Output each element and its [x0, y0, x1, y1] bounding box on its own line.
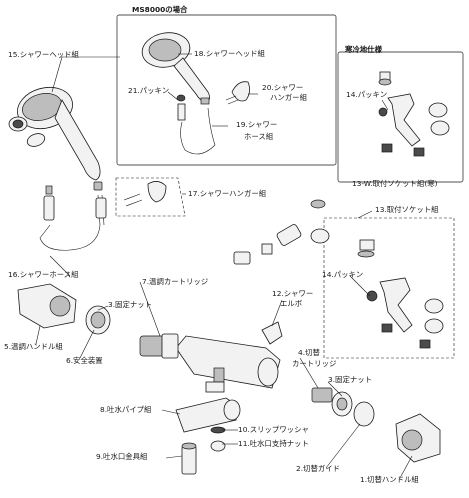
safety-device-6	[85, 305, 111, 335]
spout-pipe-8	[175, 397, 241, 433]
label-p7: 7.温調カートリッジ	[142, 277, 209, 286]
label-p4b: カートリッジ	[292, 359, 337, 368]
label-p11: 11.吐水口支持ナット	[238, 439, 309, 448]
label-p12b: エルボ	[280, 299, 303, 308]
socket-set-13	[233, 199, 455, 359]
shower-head-18	[141, 32, 216, 155]
label-p1: 1.切替ハンドル組	[360, 475, 419, 484]
label-p20b: ハンガー組	[270, 93, 307, 102]
label-p14: 14.パッキン	[322, 270, 364, 279]
thermo-cartridge-7	[139, 333, 179, 359]
label-p19a: 19.シャワー	[236, 120, 278, 129]
label-p9: 9.吐水口金具組	[96, 452, 148, 461]
label-p19b: ホース組	[244, 132, 274, 141]
label-p13: 13.取付ソケット組	[375, 205, 439, 214]
fixing-nut-3b	[331, 391, 353, 417]
label-p4a: 4.切替	[298, 348, 320, 357]
cold-socket-13w	[378, 71, 450, 157]
label-p3a: 3.固定ナット	[108, 300, 153, 309]
label-p17: 17.シャワーハンガー組	[188, 189, 267, 198]
support-nut-11	[210, 440, 226, 452]
spout-fitting-9	[181, 442, 197, 475]
leader-lines	[35, 53, 413, 479]
label-p12a: 12.シャワー	[272, 289, 314, 298]
shower-hanger-20	[225, 81, 250, 105]
ms8000-title: MS8000の場合	[132, 5, 188, 14]
switch-cartridge-4	[311, 387, 333, 403]
cold-region-inset-box	[337, 51, 464, 183]
switch-guide-2	[353, 401, 375, 427]
label-p2: 2.切替ガイド	[296, 464, 341, 473]
label-p5: 5.温調ハンドル組	[4, 342, 63, 351]
label-p8: 8.吐水パイプ組	[100, 405, 152, 414]
label-p13w: 13-W.取付ソケット組(寒)	[352, 179, 438, 188]
label-p20a: 20.シャワー	[262, 83, 304, 92]
cold-region-title: 寒冷地仕様	[345, 45, 382, 54]
label-p10: 10.スリップワッシャ	[238, 425, 309, 434]
label-p21: 21.パッキン	[128, 86, 170, 95]
label-p14-cold: 14.パッキン	[346, 90, 388, 99]
thermo-handle-5	[17, 283, 77, 329]
label-p18: 18.シャワーヘッド組	[194, 49, 265, 58]
faucet-body	[175, 335, 281, 393]
shower-hanger-17	[115, 177, 186, 217]
label-p16: 16.シャワーホース組	[8, 270, 79, 279]
switch-handle-1	[395, 413, 441, 463]
label-p15: 15.シャワーヘッド組	[8, 50, 79, 59]
shower-hose-16	[39, 185, 107, 251]
label-p3b: 3.固定ナット	[328, 375, 373, 384]
shower-head-15	[8, 86, 103, 191]
label-p6: 6.安全装置	[66, 356, 103, 365]
ms8000-inset-box	[116, 14, 337, 166]
